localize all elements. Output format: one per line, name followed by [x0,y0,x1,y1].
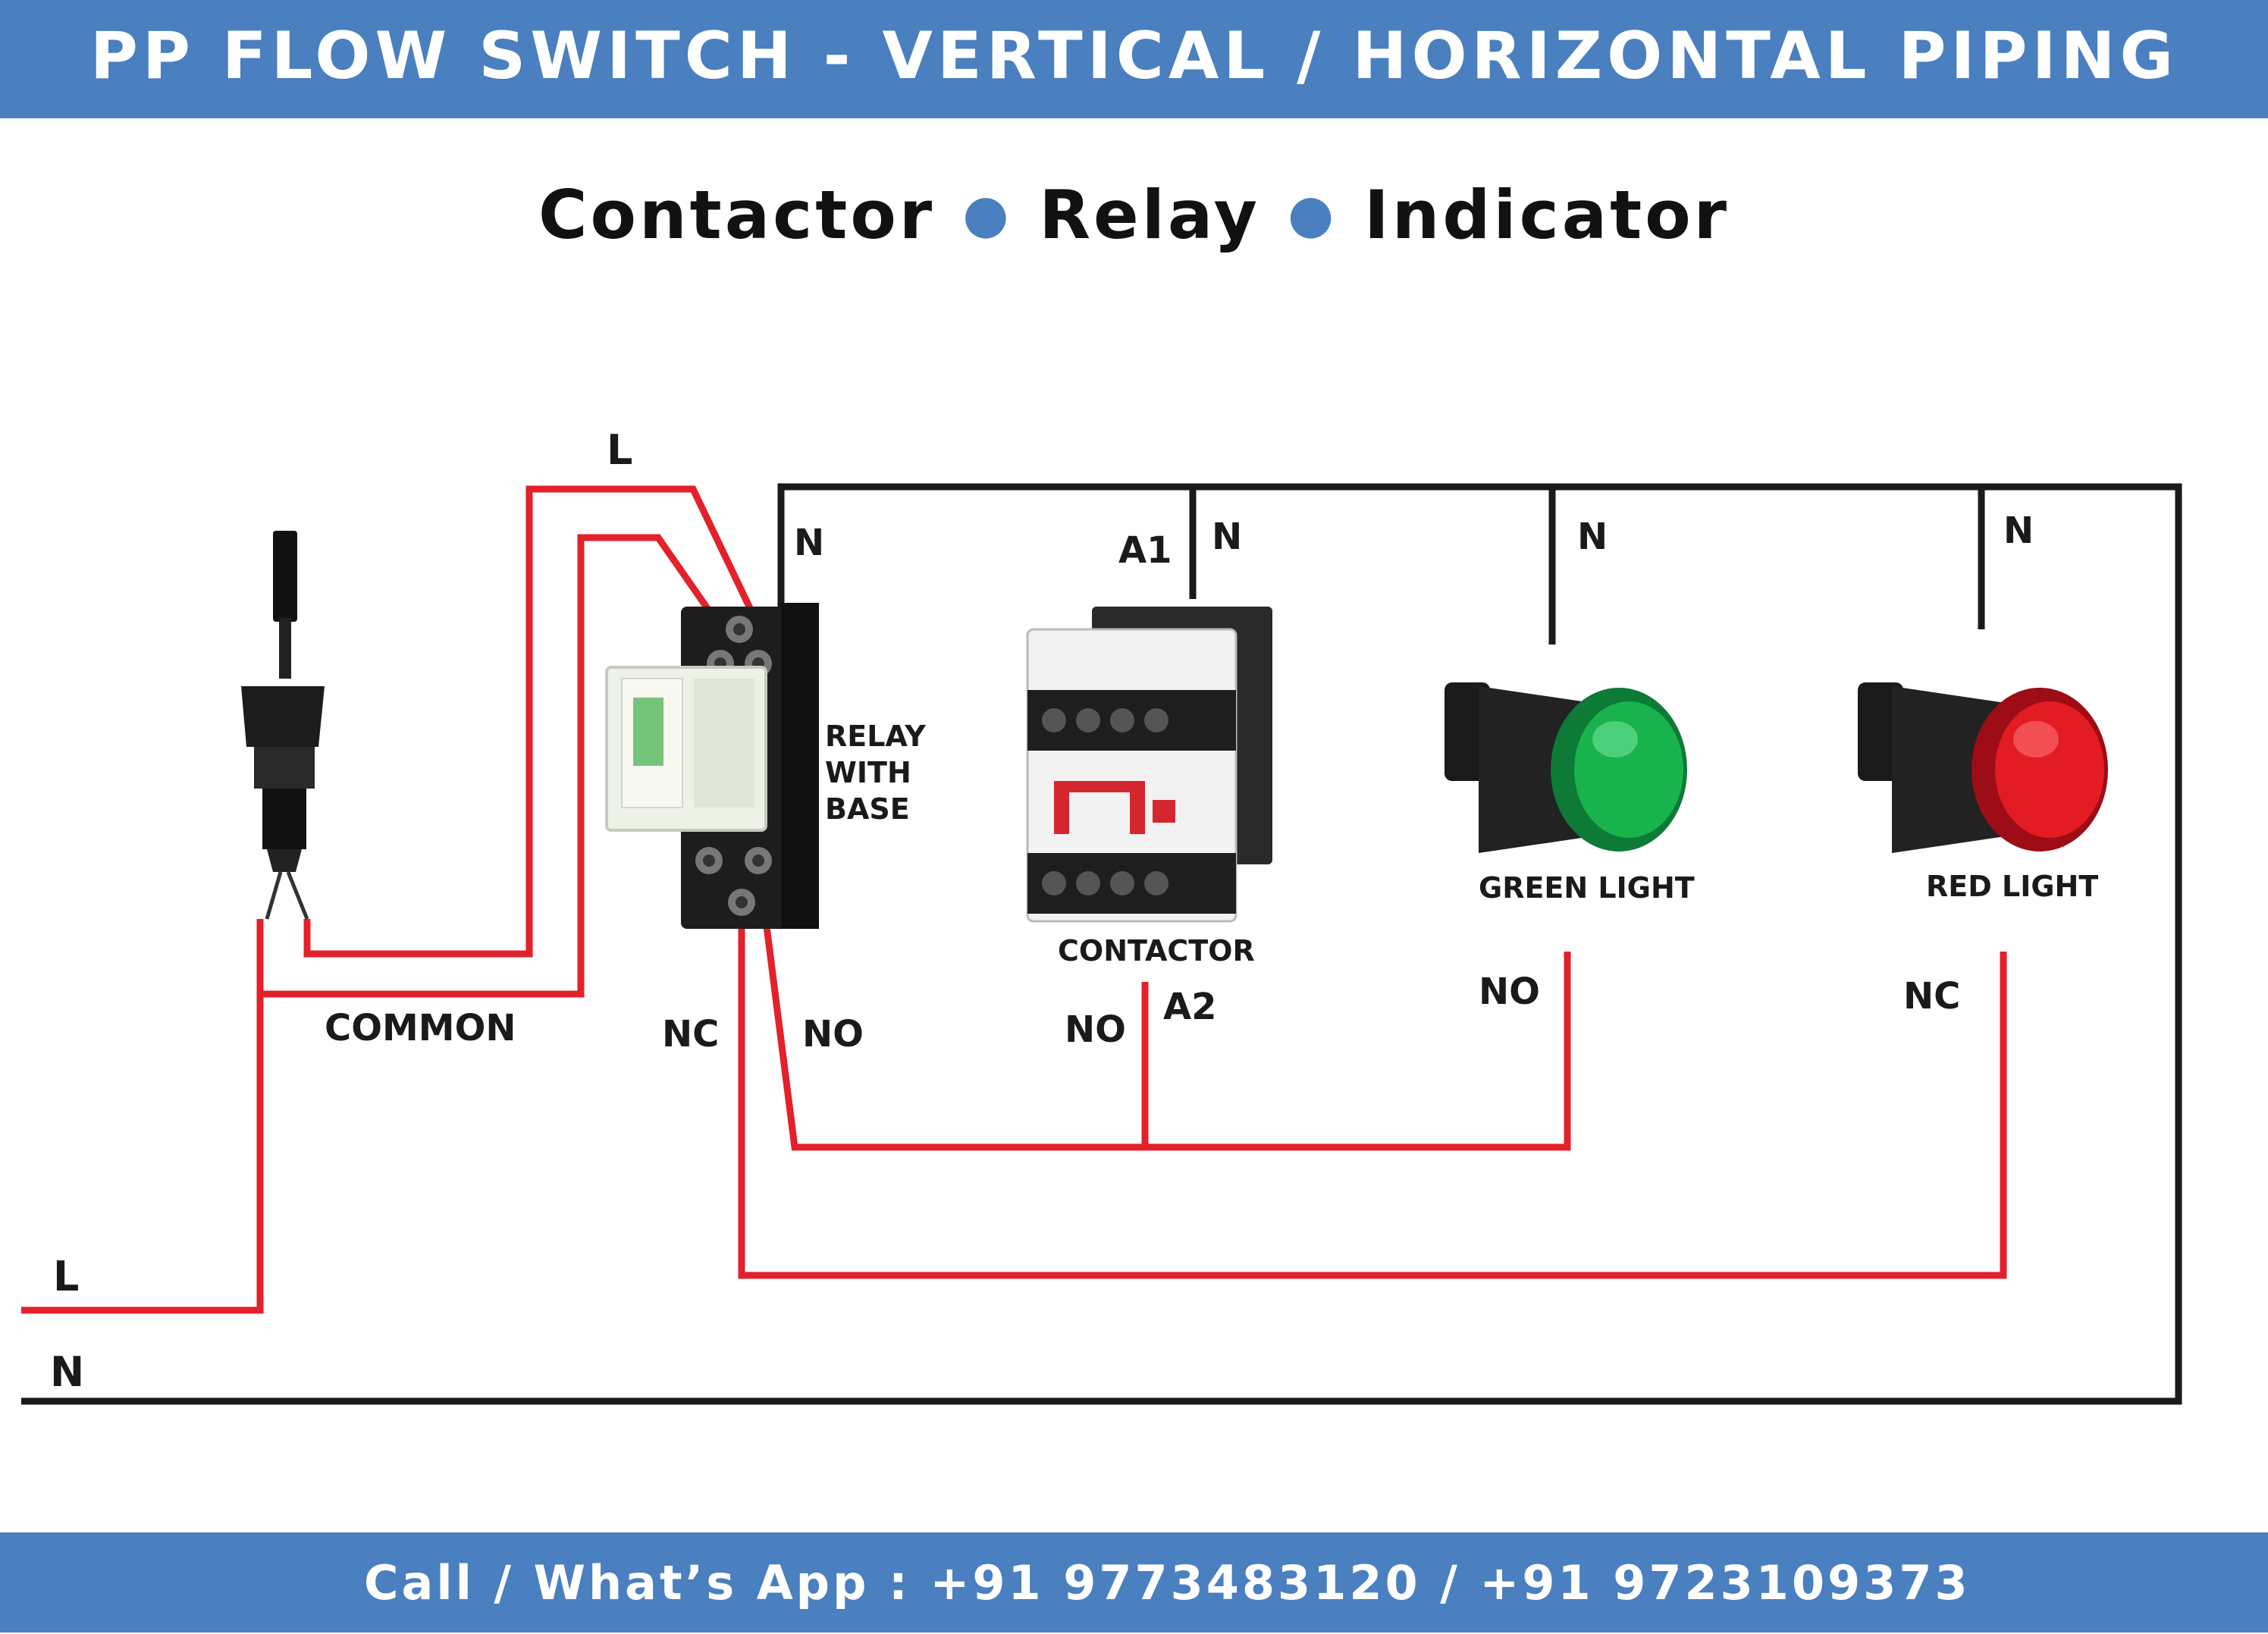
label-n-supply: N [50,1348,84,1396]
relay-nc-wire [738,902,2007,1279]
label-n-green: N [1577,516,1608,558]
label-l-top: L [607,426,632,474]
relay-no-wire [754,860,1571,1151]
bullet-dot: ● [962,183,1012,245]
label-relay-line3: BASE [825,792,910,826]
label-relay-line2: WITH [825,756,911,789]
label-a1: A1 [1118,529,1172,572]
page-title: PP FLOW SWITCH - VERTICAL / HORIZONTAL P… [89,18,2179,94]
subtitle-contactor: Contactor [538,176,936,254]
label-common: COMMON [325,1007,516,1049]
label-red-light: RED LIGHT [1926,870,2098,903]
label-n-contactor: N [1212,516,1242,558]
switch-line-wire [303,485,762,958]
label-nc-relay: NC [662,1013,719,1055]
label-green-light: GREEN LIGHT [1479,871,1695,905]
label-l-supply: L [53,1253,79,1300]
supply-line-wire [21,919,264,1314]
green-indicator-icon [1445,682,1687,853]
label-n-red: N [2003,510,2034,552]
label-relay-line1: RELAY [825,720,926,753]
label-no-relay: NO [802,1013,864,1055]
label-n-relay: N [794,522,824,564]
label-contactor: CONTACTOR [1058,934,1255,968]
footer-banner: Call / What’s App : +91 9773483120 / +91… [0,1532,2268,1632]
subtitle-indicator: Indicator [1364,176,1730,254]
line-wires [21,485,2007,1314]
contact-info: Call / What’s App : +91 9773483120 / +91… [364,1555,1971,1610]
subtitle-relay: Relay [1039,176,1260,254]
header-banner: PP FLOW SWITCH - VERTICAL / HORIZONTAL P… [0,0,2268,118]
red-indicator-icon [1858,682,2108,853]
neutral-bus-wire [21,483,2182,1405]
bullet-dot: ● [1287,183,1338,245]
subtitle-line: Contactor ● Relay ● Indicator [0,176,2268,254]
flow-switch-icon [241,531,325,920]
label-nc-red: NC [1903,975,1960,1018]
label-a2: A2 [1163,986,1217,1028]
relay-with-base-icon [605,603,819,929]
common-wire [260,534,751,998]
label-no-green: NO [1479,971,1540,1013]
label-no-contactor: NO [1065,1008,1126,1051]
contactor-icon [1026,607,1272,923]
neutral-wires [21,483,2182,1405]
